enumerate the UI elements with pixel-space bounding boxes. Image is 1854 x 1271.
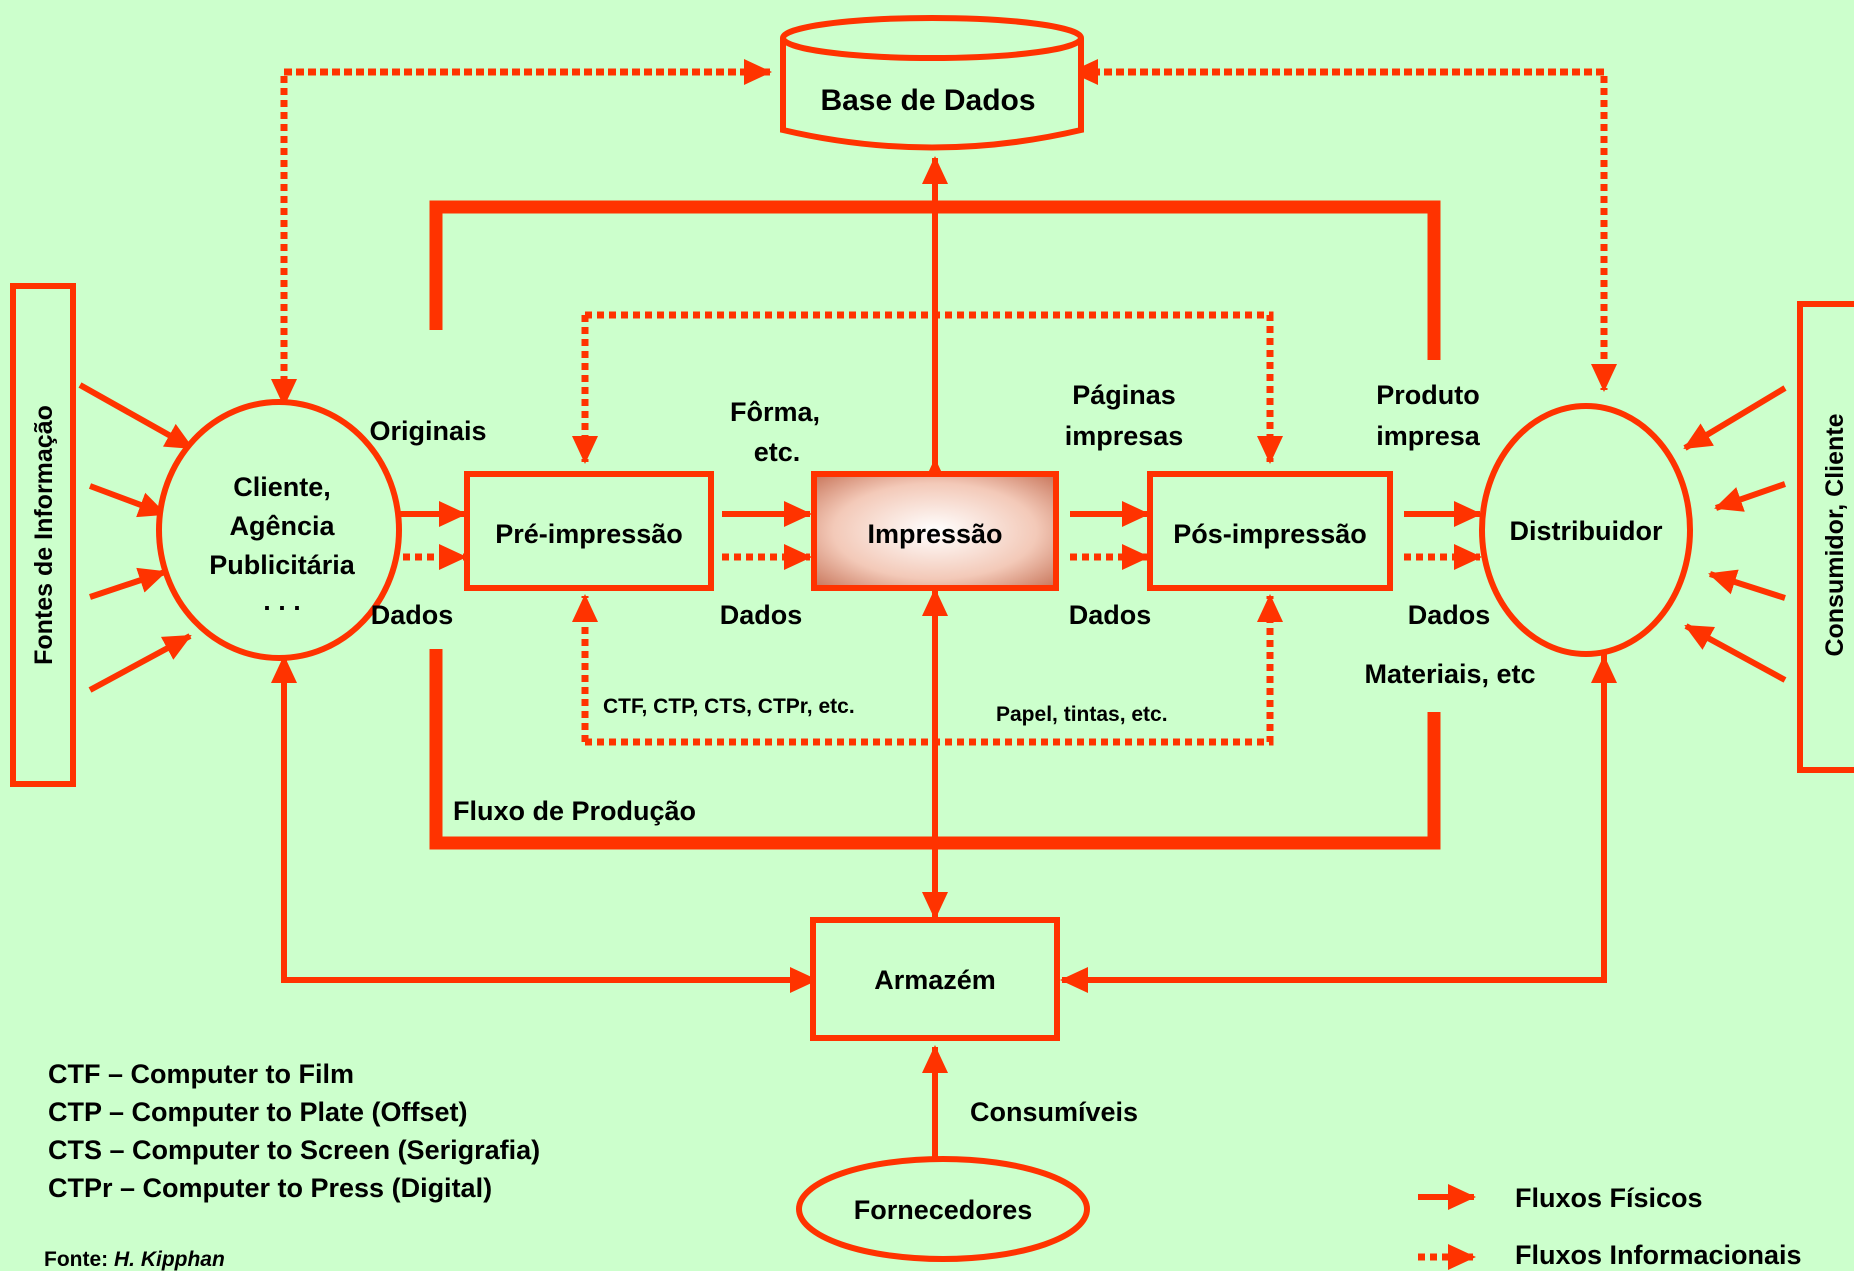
forma-line-2: etc. [754, 437, 801, 467]
glossary-item: CTP – Computer to Plate (Offset) [48, 1097, 468, 1127]
base-de-dados-node: Base de Dados [780, 15, 1084, 151]
pos-impressao-label: Pós-impressão [1173, 519, 1367, 549]
materiais-label: Materiais, etc [1364, 659, 1535, 689]
pos-impressao-node: Pós-impressão [1147, 471, 1393, 591]
cliente-line-2: Agência [229, 511, 335, 541]
fornecedores-node: Fornecedores [796, 1156, 1090, 1262]
source-prefix: Fonte: [44, 1248, 114, 1271]
cliente-line-1: Cliente, [233, 472, 331, 502]
produto-line-1: Produto [1376, 380, 1479, 410]
dados-label-2: Dados [720, 600, 803, 630]
paginas-line-1: Páginas [1072, 380, 1176, 410]
papel-tintas-label: Papel, tintas, etc. [996, 703, 1168, 726]
fornecedores-label: Fornecedores [854, 1195, 1033, 1225]
glossary-item: CTPr – Computer to Press (Digital) [48, 1173, 492, 1203]
glossary-item: CTS – Computer to Screen (Serigrafia) [48, 1135, 540, 1165]
dados-label-1: Dados [371, 600, 454, 630]
consumidor-cliente-node: Consumidor, Cliente [1797, 301, 1854, 773]
glossary-item: CTF – Computer to Film [48, 1059, 354, 1089]
cliente-line-3: Publicitária [209, 550, 356, 580]
cliente-line-4: . . . [263, 586, 301, 616]
physical-flows [78, 156, 1787, 1160]
source-author: H. Kipphan [114, 1248, 225, 1271]
fluxo-producao-label: Fluxo de Produção [453, 796, 696, 826]
dados-label-3: Dados [1069, 600, 1152, 630]
pre-impressao-node: Pré-impressão [464, 471, 714, 591]
paginas-line-2: impresas [1065, 421, 1184, 451]
consumiveis-label: Consumíveis [970, 1097, 1138, 1127]
informational-flows [271, 59, 1617, 746]
base-de-dados-label: Base de Dados [820, 84, 1035, 117]
legend-informational-label: Fluxos Informacionais [1515, 1240, 1802, 1270]
fontes-de-informacao-node: Fontes de Informação [10, 283, 76, 787]
armazem-label: Armazém [874, 965, 996, 995]
ctf-ctp-cts-label: CTF, CTP, CTS, CTPr, etc. [603, 695, 855, 718]
impressao-node: Impressão [811, 471, 1059, 591]
forma-line-1: Fôrma, [730, 397, 820, 427]
distribuidor-node: Distribuidor [1479, 403, 1693, 657]
dados-label-4: Dados [1408, 600, 1491, 630]
cliente-agencia-node: Cliente, Agência Publicitária . . . [156, 399, 402, 661]
pre-impressao-label: Pré-impressão [495, 519, 683, 549]
fontes-label: Fontes de Informação [30, 405, 58, 665]
consumidor-label: Consumidor, Cliente [1821, 413, 1849, 656]
source-credit: Fonte: H. Kipphan [44, 1248, 225, 1271]
glossary: CTF – Computer to Film CTP – Computer to… [48, 1059, 540, 1203]
flow-labels: Originais Fôrma, etc. Páginas impresas P… [369, 380, 1535, 1127]
produto-line-2: impresa [1376, 421, 1481, 451]
armazem-node: Armazém [810, 917, 1060, 1041]
distribuidor-label: Distribuidor [1510, 516, 1663, 546]
impressao-label: Impressão [867, 519, 1002, 549]
legend: Fluxos Físicos Fluxos Informacionais [1418, 1183, 1802, 1270]
originais-label: Originais [369, 416, 486, 446]
legend-physical-label: Fluxos Físicos [1515, 1183, 1703, 1213]
